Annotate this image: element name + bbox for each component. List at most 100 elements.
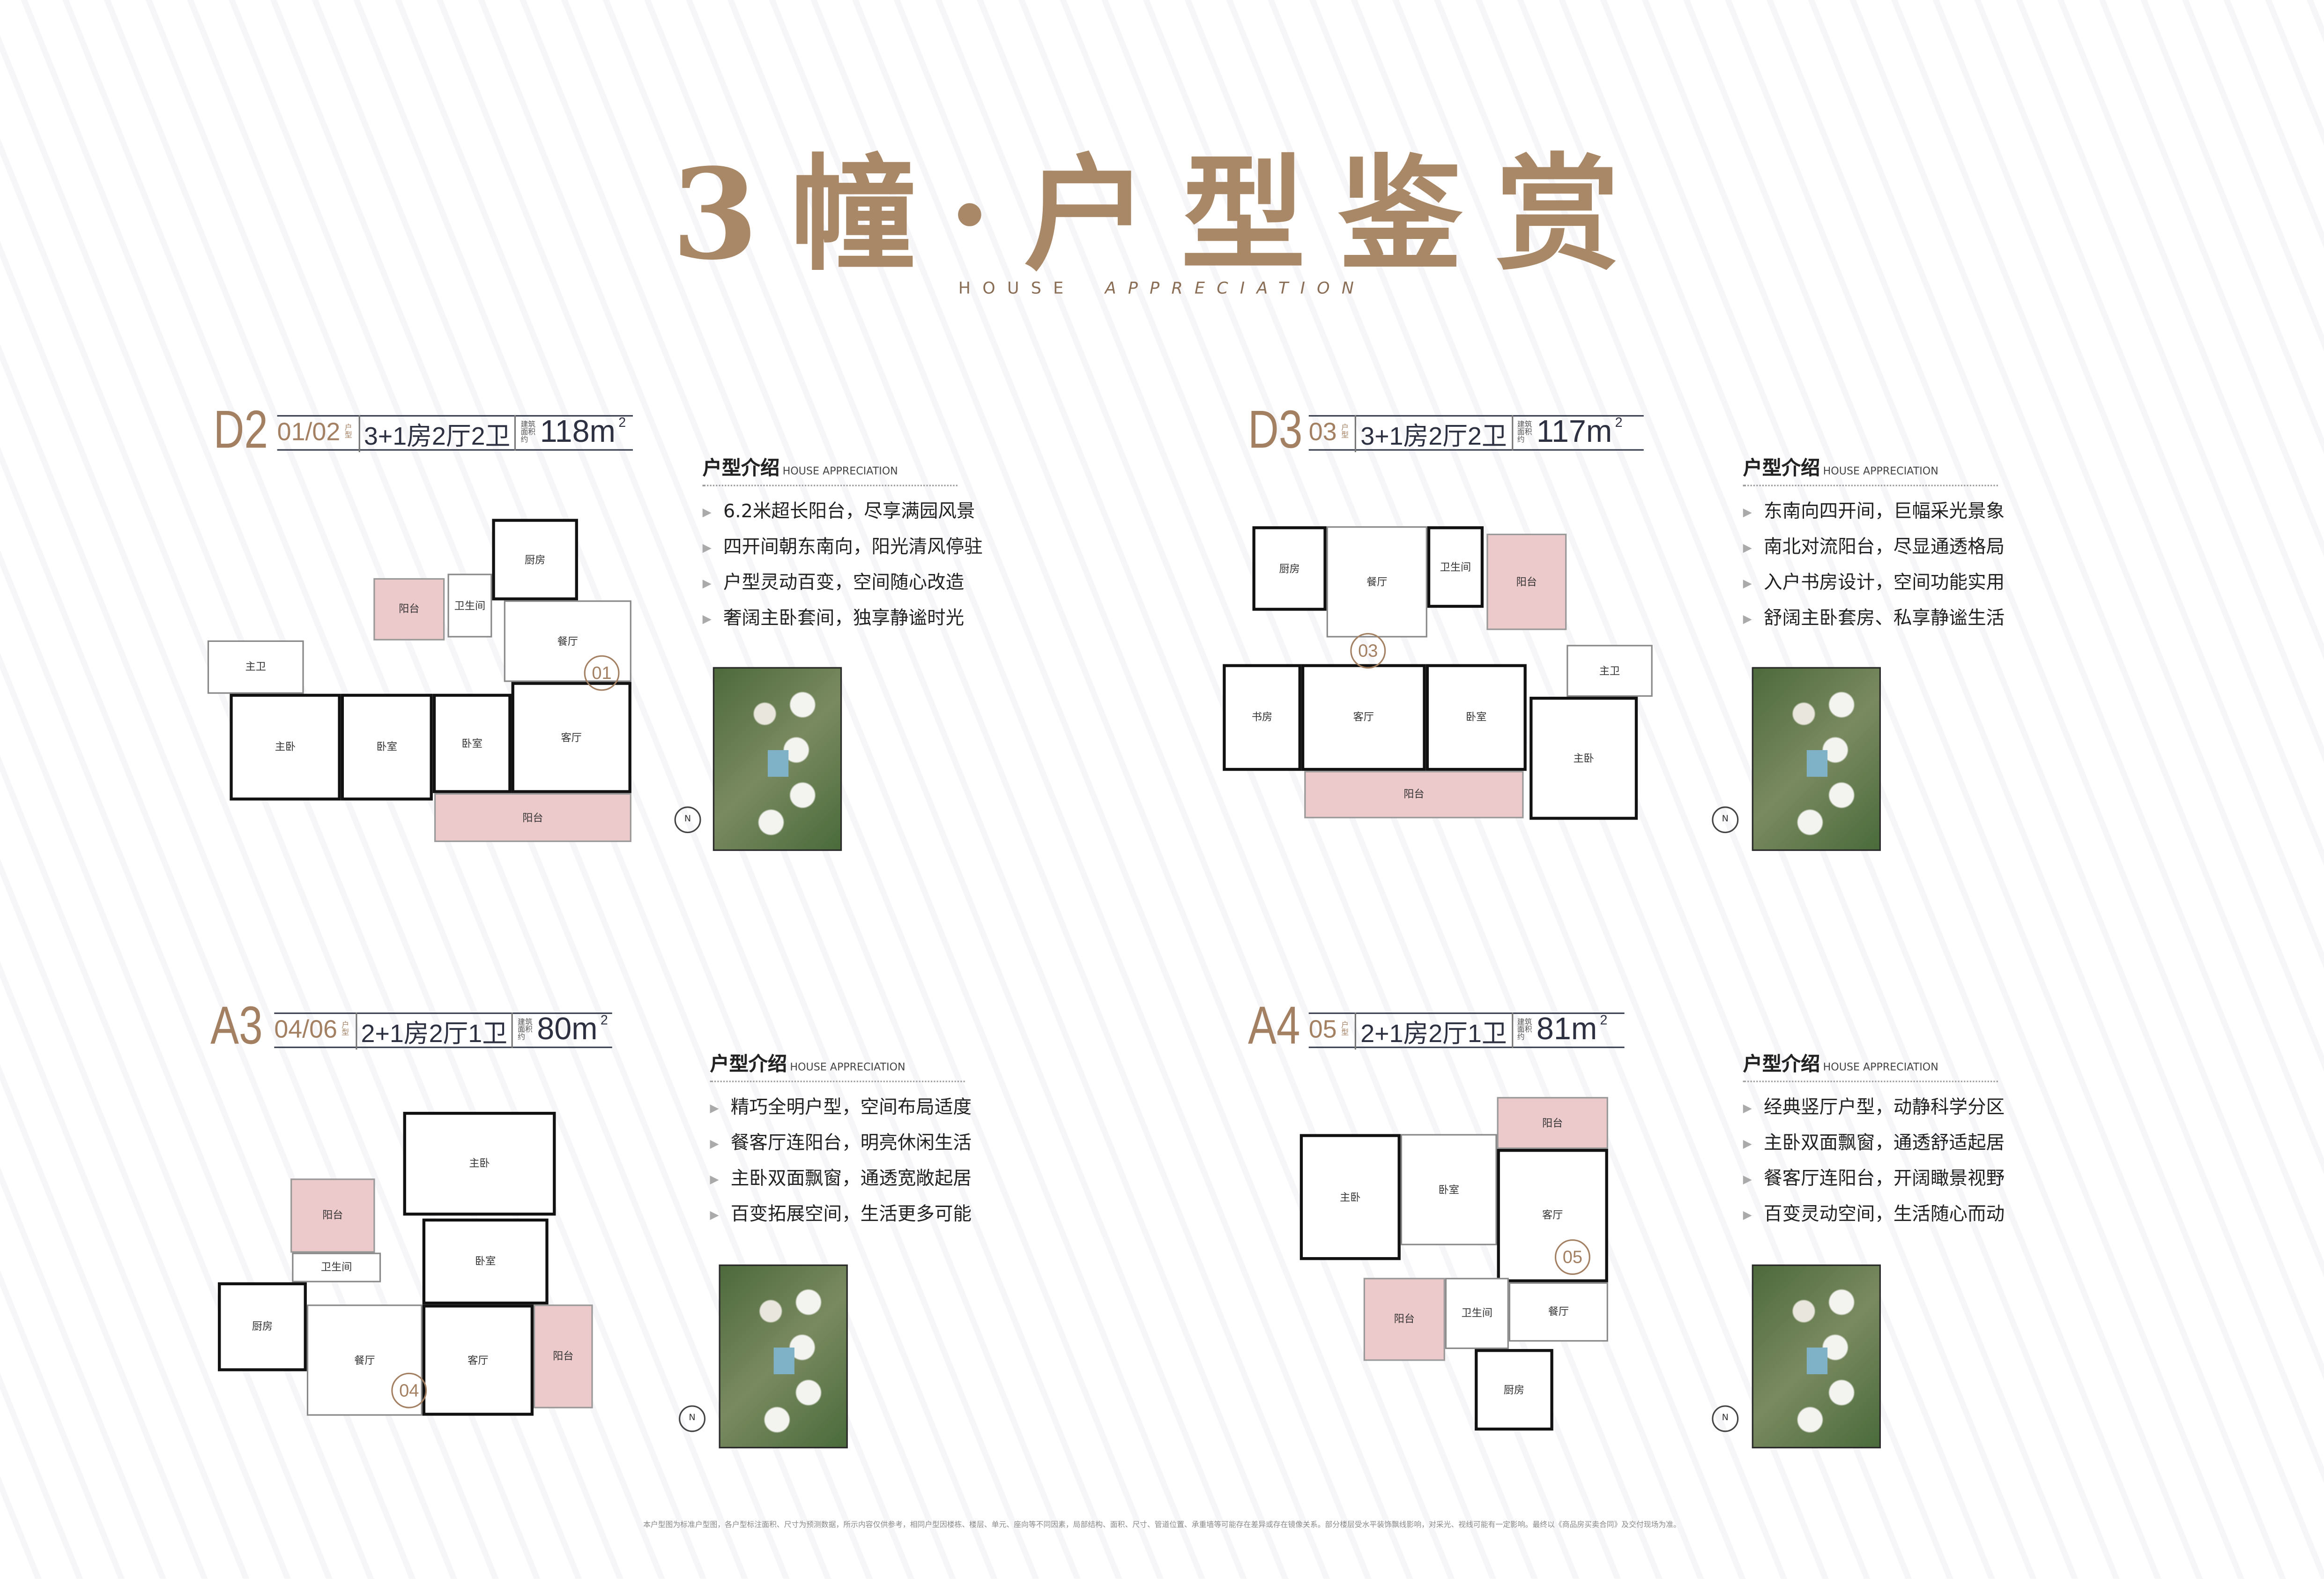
area-label: 建筑面积约: [1517, 1018, 1532, 1042]
room-label: 餐厅: [1548, 1306, 1569, 1318]
area-label: 建筑面积约: [518, 1018, 533, 1042]
room-label: 卫生间: [1440, 561, 1471, 573]
room-label: 阳台: [1403, 789, 1425, 801]
arrow-icon: [1743, 543, 1752, 552]
room-label: 厨房: [525, 553, 546, 566]
feature-item: 奢阔主卧套间，独享静谧时光: [702, 600, 983, 636]
room-label: 卧室: [376, 741, 397, 753]
arrow-icon: [702, 614, 712, 624]
unit-rooms: 2+1房2厅1卫: [1354, 1012, 1507, 1049]
subtitle-left: HOUSE: [958, 278, 1076, 298]
area-value: 117m: [1536, 415, 1612, 449]
room: 主卧: [1530, 697, 1638, 820]
unit-code: A4: [1248, 994, 1300, 1056]
room-label: 书房: [1251, 711, 1273, 723]
unit-code: A3: [210, 994, 263, 1056]
room: 主卫: [1567, 645, 1653, 697]
feature-text: 百变灵动空间，生活随心而动: [1764, 1202, 2005, 1225]
feature-text: 东南向四开间，巨幅采光景象: [1764, 499, 2005, 522]
arrow-icon: [1743, 614, 1752, 624]
intro-subtitle: HOUSE APPRECIATION: [782, 465, 898, 477]
feature-item: 精巧全明户型，空间布局适度: [710, 1089, 972, 1125]
intro-title-text: 户型介绍: [702, 458, 780, 481]
room: 阳台: [1304, 771, 1524, 819]
room: 主卧: [403, 1111, 556, 1216]
room: 卧室: [1400, 1134, 1497, 1245]
intro-subtitle: HOUSE APPRECIATION: [1823, 1061, 1938, 1073]
area-label: 建筑面积约: [1517, 420, 1532, 444]
area-unit-sup: 2: [618, 415, 626, 430]
room: 主卧: [230, 693, 341, 801]
arrow-icon: [1743, 1139, 1752, 1148]
room-label: 客厅: [1542, 1209, 1563, 1222]
area-unit-sup: 2: [600, 1012, 608, 1028]
room-label: 阳台: [1542, 1117, 1563, 1129]
page-title: 3幢·户型鉴赏: [671, 141, 1653, 288]
unit-numbers: 03: [1308, 418, 1337, 447]
type-label: 户型: [1341, 1021, 1349, 1038]
feature-item: 四开间朝东南向，阳光清风停驻: [702, 529, 983, 565]
type-label: 户型: [1341, 424, 1349, 440]
room-label: 餐厅: [354, 1354, 375, 1366]
arrow-icon: [702, 579, 712, 588]
feature-item: 东南向四开间，巨幅采光景象: [1743, 494, 2005, 529]
room: 卫生间: [292, 1252, 381, 1282]
unit-rooms: 3+1房2厅2卫: [358, 414, 510, 452]
arrow-icon: [1743, 1103, 1752, 1113]
room-label: 餐厅: [557, 635, 578, 648]
feature-item: 户型灵动百变，空间随心改造: [702, 565, 983, 600]
intro-title-text: 户型介绍: [710, 1054, 787, 1076]
room-label: 主卧: [1340, 1191, 1361, 1203]
feature-text: 主卧双面飘窗，通透宽敞起居: [730, 1166, 972, 1189]
room-label: 餐厅: [1366, 576, 1388, 588]
site-map: [1752, 1264, 1881, 1449]
feature-text: 入户书房设计，空间功能实用: [1764, 571, 2005, 593]
compass-icon: N: [679, 1405, 706, 1432]
room: 卧室: [1426, 664, 1527, 771]
divider: [702, 484, 958, 486]
feature-item: 百变拓展空间，生活更多可能: [710, 1196, 972, 1232]
room: 主卫: [207, 640, 304, 694]
arrow-icon: [1743, 1175, 1752, 1184]
room-label: 卧室: [1466, 711, 1487, 723]
feature-item: 餐客厅连阳台，开阔瞰景视野: [1743, 1161, 2005, 1196]
feature-text: 舒阔主卧套房、私享静谧生活: [1764, 606, 2005, 629]
room-label: 卫生间: [454, 599, 486, 612]
area-label: 建筑面积约: [520, 420, 536, 444]
feature-text: 经典竖厅户型，动静科学分区: [1764, 1095, 2005, 1118]
feature-text: 餐客厅连阳台，开阔瞰景视野: [1764, 1166, 2005, 1189]
room-label: 卧室: [1438, 1184, 1459, 1196]
feature-text: 餐客厅连阳台，明亮休闲生活: [730, 1131, 972, 1154]
feature-item: 经典竖厅户型，动静科学分区: [1743, 1089, 2005, 1125]
feature-item: 舒阔主卧套房、私享静谧生活: [1743, 600, 2005, 636]
unit-numbers: 05: [1308, 1015, 1337, 1044]
area-value: 118m: [540, 415, 616, 449]
room: 客厅: [1301, 664, 1426, 771]
compass-icon: N: [674, 806, 701, 834]
arrow-icon: [702, 543, 712, 552]
room-label: 阳台: [322, 1209, 343, 1222]
unit-numbers: 04/06: [274, 1015, 337, 1044]
divider: [1743, 484, 1998, 486]
feature-text: 主卧双面飘窗，通透舒适起居: [1764, 1131, 2005, 1154]
type-label: 户型: [342, 1021, 349, 1038]
room: 卫生间: [1427, 526, 1484, 608]
divider: [1743, 1080, 1998, 1082]
room-label: 客厅: [561, 731, 582, 744]
unit-rooms: 3+1房2厅2卫: [1354, 414, 1507, 452]
type-label: 户型: [344, 424, 352, 440]
room-label: 主卧: [275, 741, 296, 753]
subtitle-right: APPRECIATION: [1105, 278, 1366, 298]
area-unit-sup: 2: [1615, 415, 1623, 430]
room: 厨房: [1252, 526, 1327, 611]
feature-item: 餐客厅连阳台，明亮休闲生活: [710, 1125, 972, 1161]
